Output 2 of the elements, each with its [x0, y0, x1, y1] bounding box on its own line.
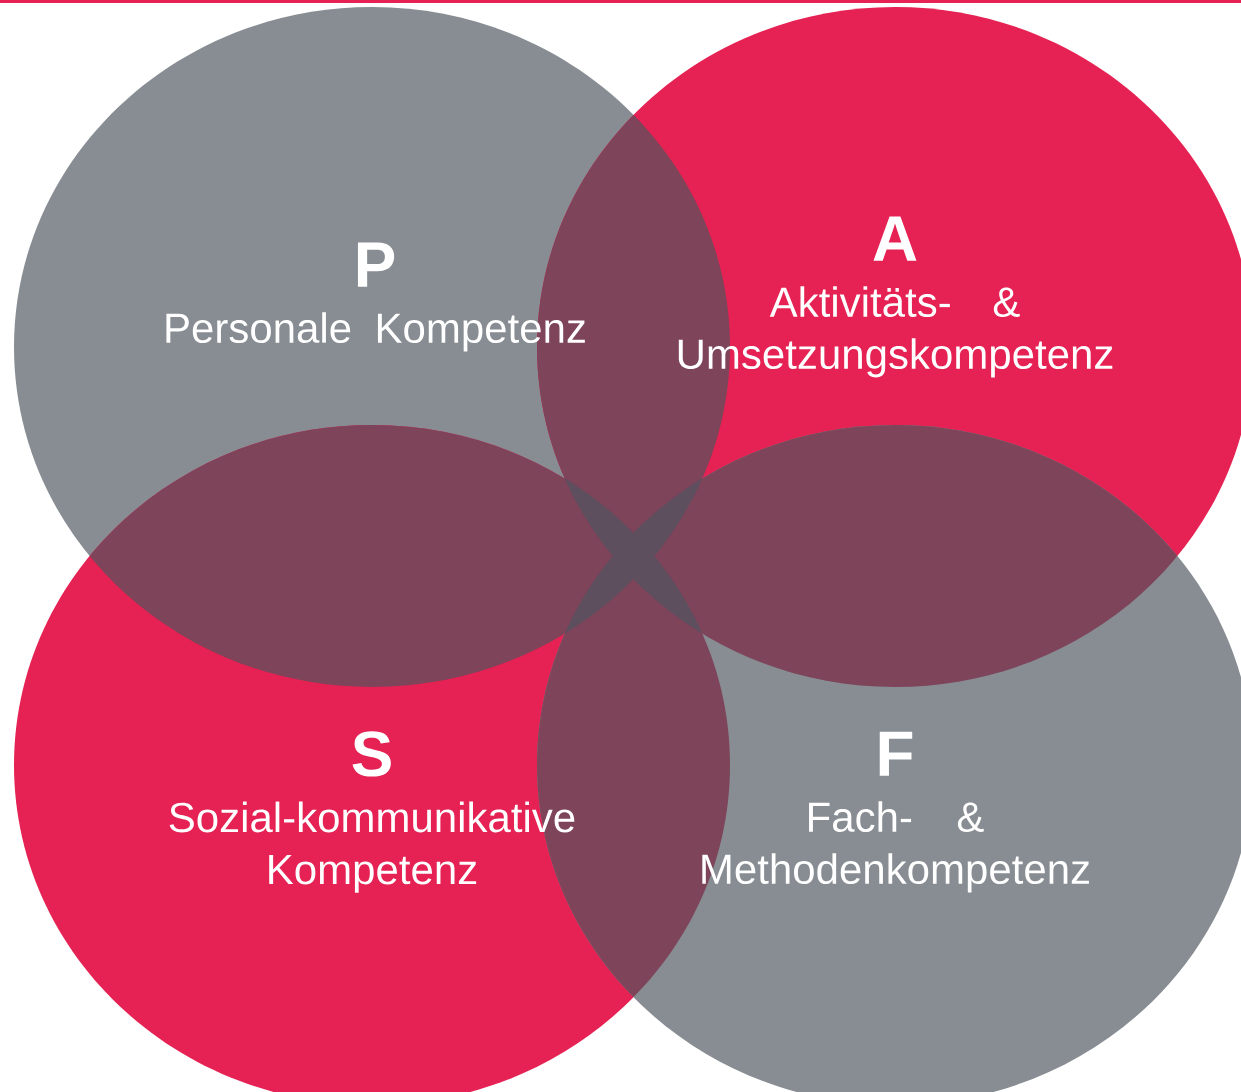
circle-label: A Aktivitäts- & Umsetzungskompetenz	[678, 216, 1113, 378]
circle-label: S Sozial-kommunikative Kompetenz	[169, 731, 575, 893]
